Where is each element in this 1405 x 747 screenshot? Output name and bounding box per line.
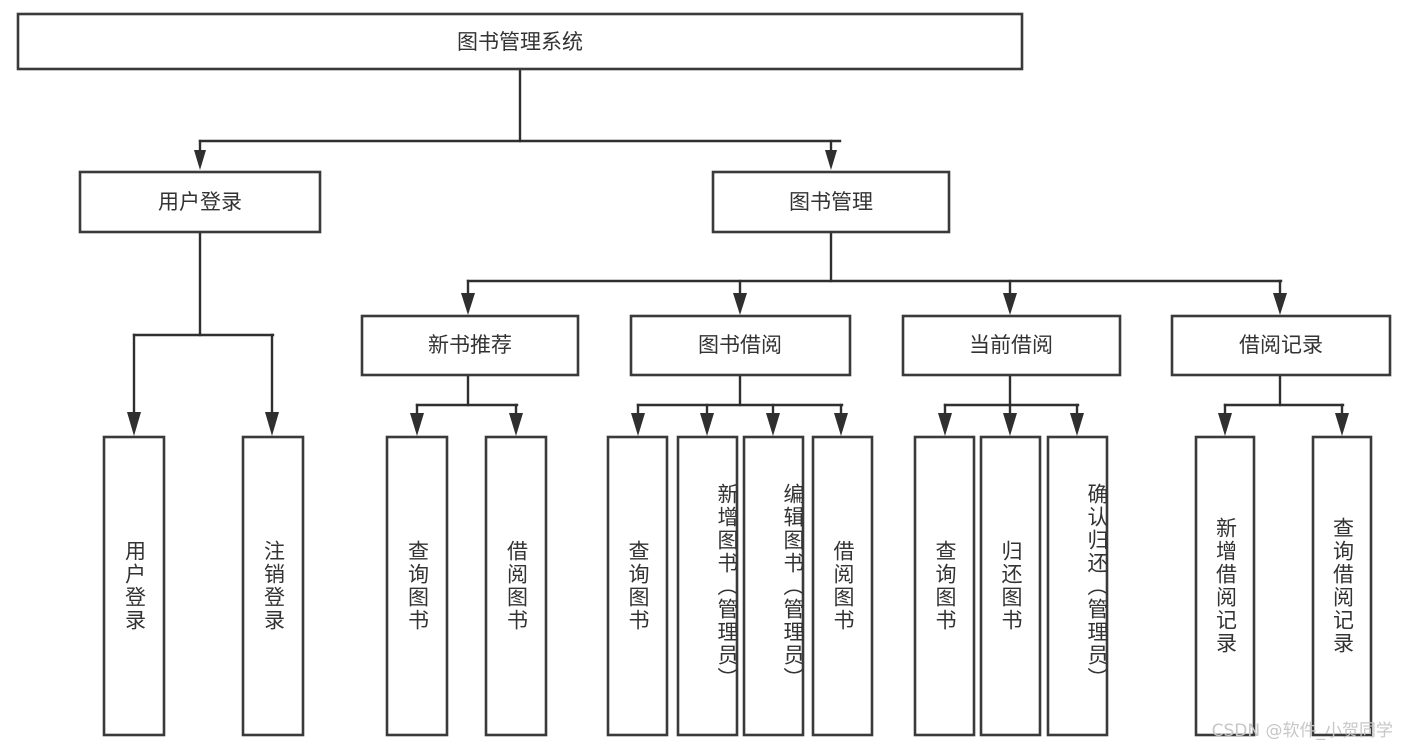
node-book-borrow-label: 图书借阅: [698, 333, 782, 357]
node-new-book-recommend[interactable]: 新书推荐: [360, 314, 580, 377]
arrowhead-leaf-user-logout: [265, 412, 279, 436]
arrowhead-leaf-return-book: [1003, 413, 1017, 436]
node-user-login[interactable]: 用户登录: [78, 170, 322, 234]
arrowhead-user-login: [194, 150, 206, 170]
connector-group-bookmanage-to-level3: [461, 230, 1287, 315]
node-leaf-user-login-box[interactable]: [102, 435, 166, 737]
node-new-book-recommend-label: 新书推荐: [428, 333, 512, 357]
node-leaf-confirm-return-box[interactable]: [1046, 435, 1109, 737]
arrowhead-leaf-borrow-book-1: [509, 413, 523, 436]
node-leaf-query-book-2-box[interactable]: [606, 435, 669, 737]
arrowhead-book-manage: [825, 150, 837, 170]
node-root-label: 图书管理系统: [457, 30, 583, 54]
arrowhead-leaf-add-book: [700, 413, 714, 436]
node-current-borrow[interactable]: 当前借阅: [901, 314, 1122, 377]
arrowhead-leaf-query-book-2: [631, 413, 645, 436]
node-root[interactable]: 图书管理系统: [16, 12, 1024, 71]
node-book-manage-box[interactable]: [711, 170, 951, 234]
node-leaf-query-record-box[interactable]: [1311, 435, 1373, 737]
connector-group-borrowrecord-to-leaves: [1218, 373, 1349, 436]
node-user-login-box[interactable]: [78, 170, 322, 234]
node-book-borrow-box[interactable]: [629, 314, 852, 377]
arrowhead-leaf-user-login: [127, 412, 141, 436]
node-leaf-return-book-box[interactable]: [979, 435, 1042, 737]
node-book-manage-label: 图书管理: [789, 190, 873, 214]
node-borrow-record-box[interactable]: [1170, 314, 1392, 377]
arrowhead-leaf-query-book-3: [938, 413, 952, 436]
arrowhead-current-borrow: [1003, 293, 1017, 315]
node-leaf-query-book-1-box[interactable]: [385, 435, 449, 737]
connector-group-userlogin-to-leaves: [127, 230, 279, 436]
connector-group-newbook-to-leaves: [410, 373, 523, 436]
connector-group-bookborrow-to-leaves: [631, 373, 848, 436]
node-leaf-user-logout-box[interactable]: [241, 435, 305, 737]
arrowhead-leaf-edit-book: [766, 413, 780, 436]
node-book-manage[interactable]: 图书管理: [711, 170, 951, 234]
arrowhead-leaf-add-record: [1218, 413, 1232, 436]
arrowhead-leaf-confirm-return: [1070, 413, 1084, 436]
csdn-watermark: CSDN @软件_小贺同学: [1211, 721, 1393, 741]
node-current-borrow-label: 当前借阅: [969, 333, 1053, 357]
connector-group-root-to-level2: [194, 67, 842, 170]
node-borrow-record-label: 借阅记录: [1239, 333, 1323, 357]
node-borrow-record[interactable]: 借阅记录: [1170, 314, 1392, 377]
arrowhead-new-book-recommend: [461, 293, 475, 315]
connector-group-currentborrow-to-leaves: [938, 373, 1084, 436]
node-leaf-add-record-box[interactable]: [1194, 435, 1256, 737]
leaf-boxes-group: [102, 435, 1373, 737]
node-leaf-add-book-box[interactable]: [676, 435, 739, 737]
arrowhead-leaf-query-book-1: [410, 413, 424, 436]
node-leaf-borrow-book-2-box[interactable]: [811, 435, 874, 737]
arrowhead-leaf-borrow-book-2: [834, 413, 848, 436]
node-leaf-borrow-book-1-box[interactable]: [484, 435, 548, 737]
node-leaf-edit-book-box[interactable]: [742, 435, 805, 737]
node-leaf-query-book-3-box[interactable]: [913, 435, 976, 737]
node-user-login-label: 用户登录: [158, 190, 242, 214]
node-new-book-recommend-box[interactable]: [360, 314, 580, 377]
node-root-box[interactable]: [16, 12, 1024, 71]
arrowhead-leaf-query-record: [1335, 413, 1349, 436]
node-current-borrow-box[interactable]: [901, 314, 1122, 377]
arrowhead-borrow-record: [1273, 293, 1287, 315]
node-book-borrow[interactable]: 图书借阅: [629, 314, 852, 377]
arrowhead-book-borrow: [733, 293, 747, 315]
